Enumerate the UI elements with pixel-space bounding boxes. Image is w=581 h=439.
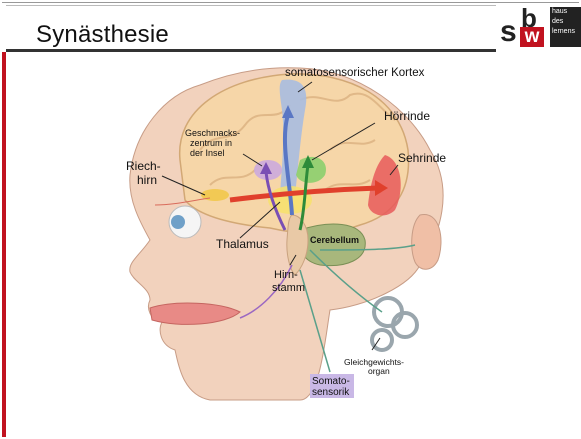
label-gustatory: Geschmacks- [185,128,240,138]
label-gustatory: der Insel [190,148,225,158]
vestibular-organ [372,298,417,350]
label-olfactory: Riech- [126,159,161,173]
label-somatosensory-cortex: somatosensorischer Kortex [285,67,425,79]
label-brainstem: stamm [272,282,305,294]
label-somatosensory: Somato- [312,376,350,387]
label-cerebellum: Cerebellum [310,235,359,245]
label-thalamus: Thalamus [216,237,269,251]
label-auditory-cortex: Hörrinde [384,109,430,123]
label-gustatory: zentrum in [190,138,232,148]
label-somatosensory: sensorik [312,387,350,398]
eye-iris [171,215,185,229]
label-vestibular: organ [368,366,390,376]
ear [412,214,441,269]
label-visual-cortex: Sehrinde [398,151,446,165]
label-brainstem: Hirn- [274,269,298,281]
label-olfactory: hirn [137,173,157,187]
